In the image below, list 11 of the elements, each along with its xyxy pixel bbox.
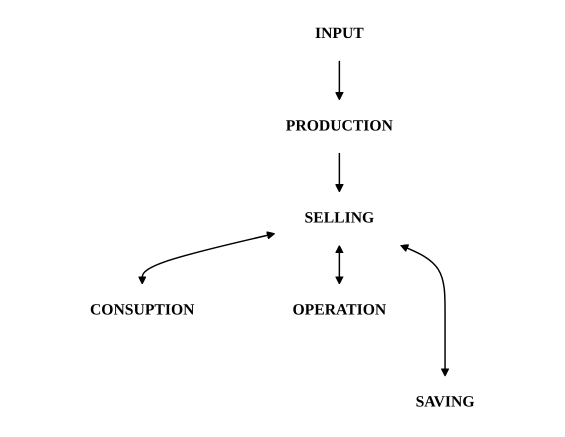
arrow [335, 60, 344, 100]
arrow [138, 231, 276, 285]
node-text: CONSUPTION [90, 302, 195, 318]
arrow [400, 244, 450, 377]
node-text: PRODUCTION [286, 118, 394, 134]
arrow [335, 152, 344, 192]
node-text: OPERATION [292, 302, 387, 318]
node-text: SAVING [416, 394, 475, 411]
node-text: INPUT [315, 25, 364, 42]
node-text: SELLING [304, 210, 374, 226]
arrow [335, 244, 344, 285]
